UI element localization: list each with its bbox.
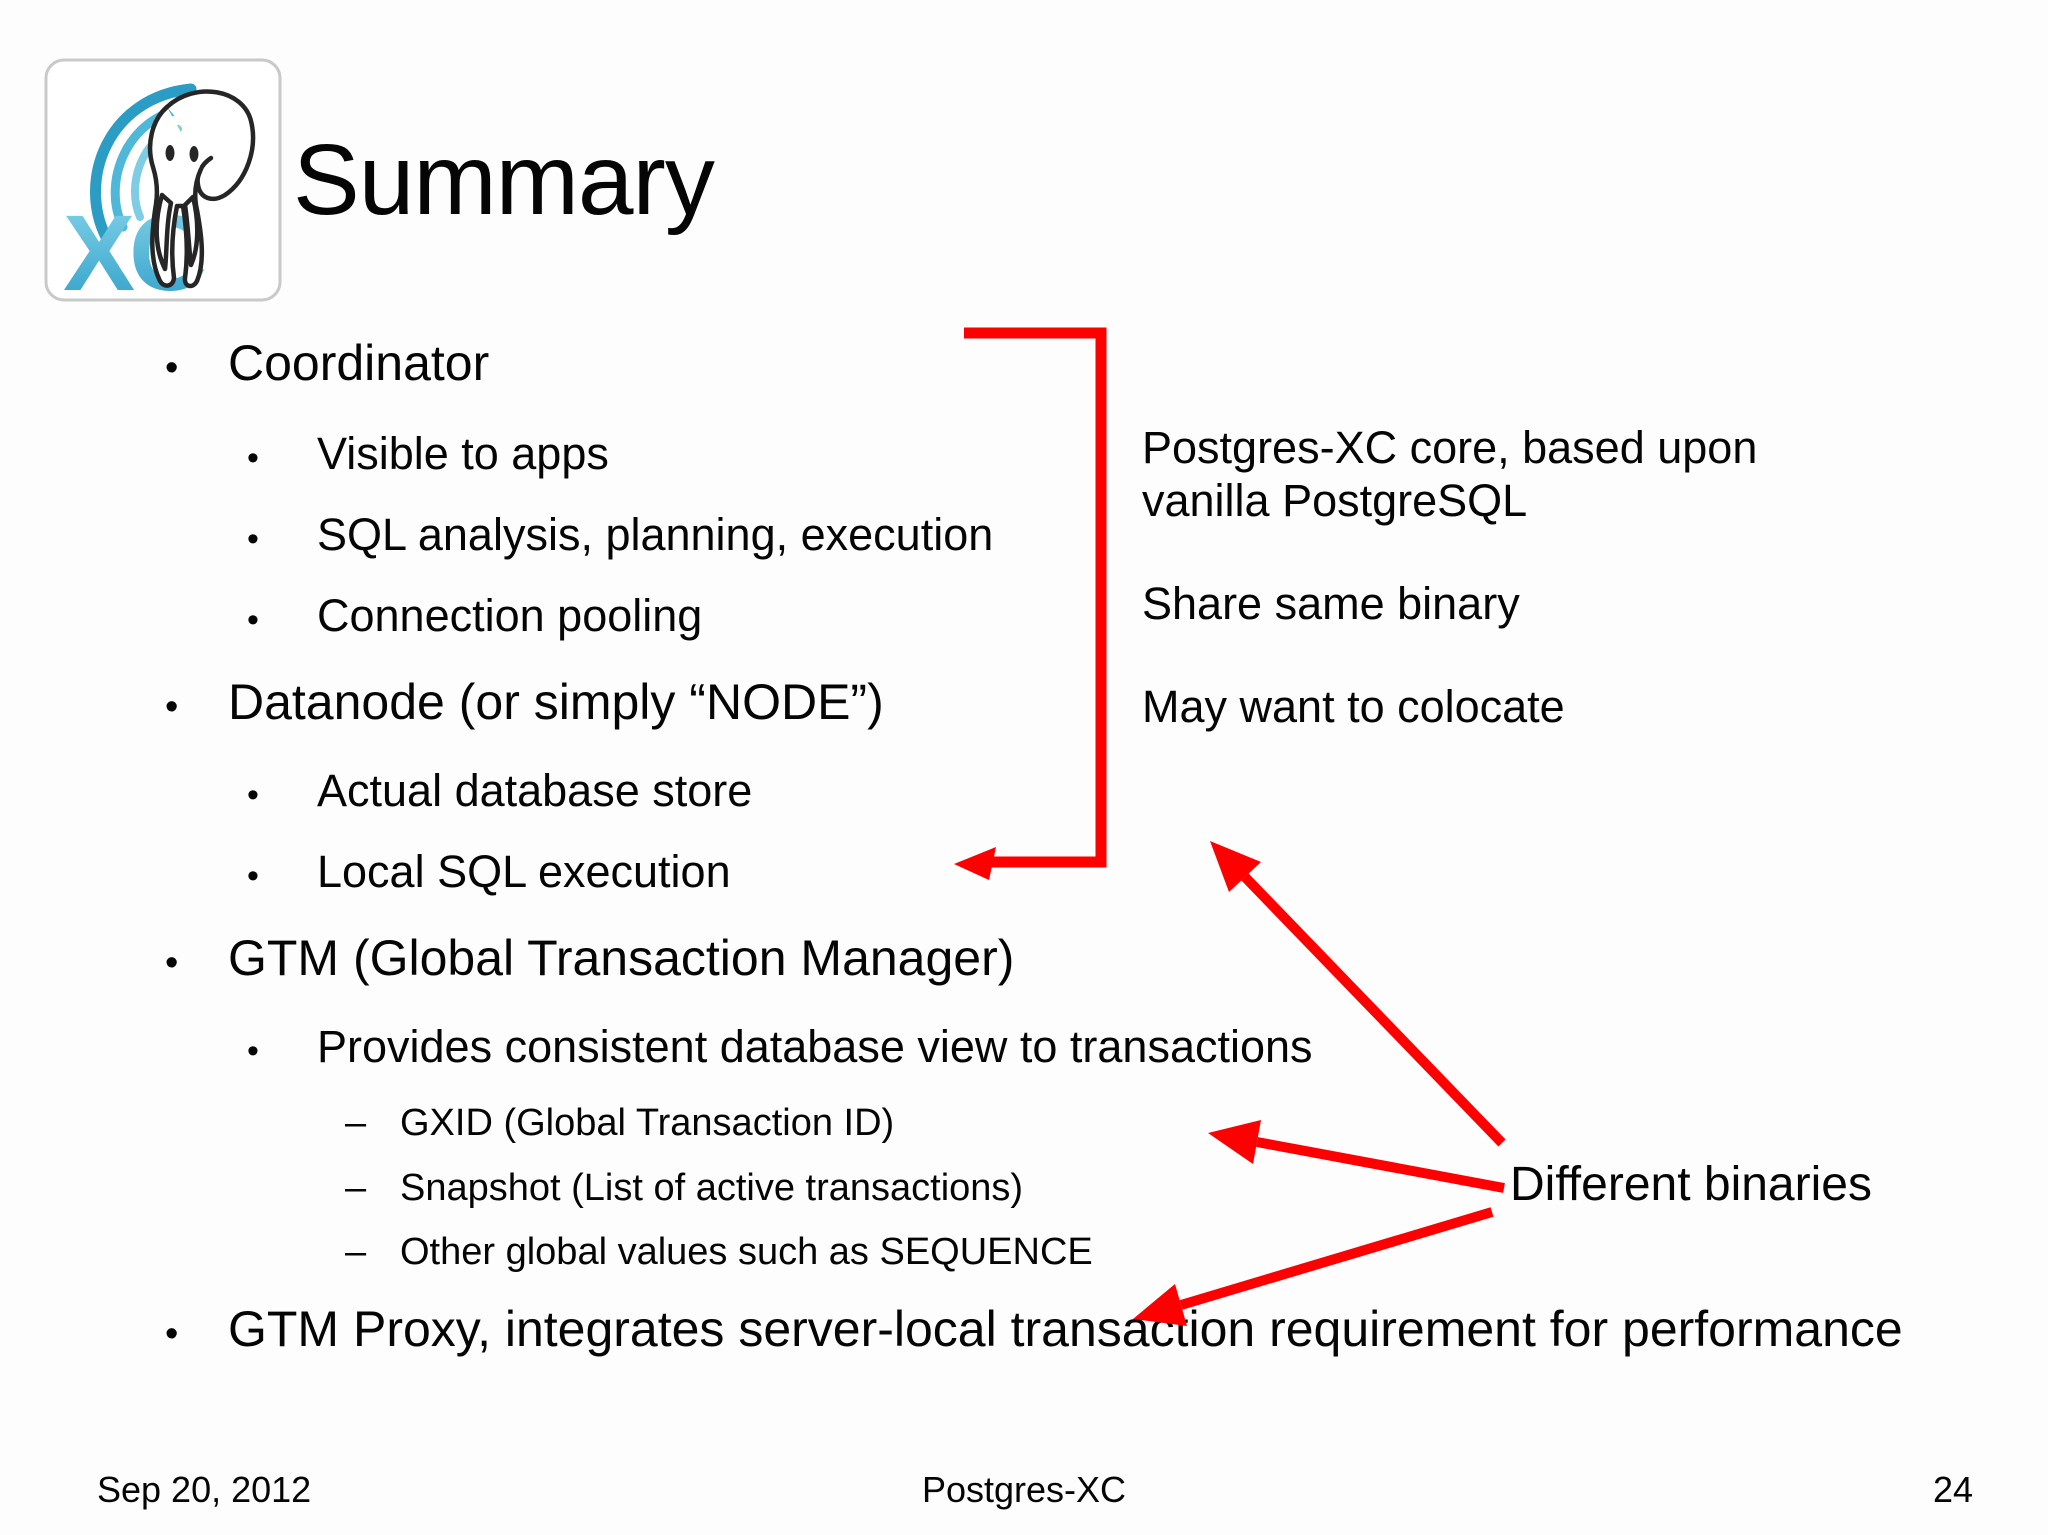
- side-note-line: Postgres-XC core, based upon: [1142, 422, 1758, 473]
- bullet-marker: •: [247, 776, 259, 814]
- list-item-text: Provides consistent database view to tra…: [317, 1021, 1313, 1072]
- list-item-text: GXID (Global Transaction ID): [400, 1102, 895, 1144]
- list-item-text: Visible to apps: [317, 428, 609, 479]
- list-item-text: Snapshot (List of active transactions): [400, 1167, 1024, 1209]
- list-item-text: GTM Proxy, integrates server-local trans…: [228, 1301, 1903, 1357]
- side-note: Share same binary: [1142, 577, 1520, 630]
- list-item: • Actual database store: [247, 764, 752, 818]
- arrow-to-bracket: [1241, 873, 1506, 1147]
- list-item-text: Other global values such as SEQUENCE: [400, 1231, 1093, 1273]
- list-item-text: Datanode (or simply “NODE”): [228, 674, 884, 730]
- side-note-line: May want to colocate: [1142, 681, 1565, 732]
- list-item-text: GTM (Global Transaction Manager): [228, 930, 1015, 986]
- footer-page-number: 24: [1932, 1469, 1973, 1510]
- side-note-line: Share same binary: [1142, 578, 1520, 629]
- footer-title: Postgres-XC: [921, 1469, 1127, 1510]
- dash-marker: –: [345, 1167, 367, 1209]
- bracket-annotation: [964, 327, 1107, 868]
- logo-swoosh-icon: [90, 83, 197, 243]
- bullet-marker: •: [247, 857, 259, 895]
- list-item-text: Local SQL execution: [317, 846, 731, 897]
- list-item: • Datanode (or simply “NODE”): [165, 672, 884, 732]
- bracket-arrowhead-icon: [954, 847, 996, 880]
- arrow-to-gtm-proxy: [1179, 1207, 1494, 1310]
- side-note-line: vanilla PostgreSQL: [1142, 475, 1528, 526]
- arrowhead-icon: [1210, 841, 1261, 892]
- list-item: • Provides consistent database view to t…: [247, 1020, 1313, 1074]
- bullet-marker: •: [247, 601, 259, 639]
- list-item: • Coordinator: [165, 333, 489, 393]
- bullet-marker: •: [247, 520, 259, 558]
- bullet-marker: •: [165, 942, 179, 984]
- side-note: May want to colocate: [1142, 680, 1565, 733]
- list-item: – Other global values such as SEQUENCE: [345, 1230, 1093, 1276]
- side-note: Postgres-XC core, based upon vanilla Pos…: [1142, 421, 1757, 527]
- arrowhead-icon: [1208, 1120, 1261, 1164]
- postgres-xc-logo: XC: [43, 57, 283, 313]
- bullet-marker: •: [165, 1313, 179, 1355]
- different-binaries-label: Different binaries: [1510, 1158, 1872, 1211]
- list-item: • Visible to apps: [247, 427, 609, 481]
- list-item: • Connection pooling: [247, 589, 702, 643]
- bullet-marker: •: [247, 1032, 259, 1070]
- list-item: • GTM (Global Transaction Manager): [165, 928, 1014, 988]
- list-item: • SQL analysis, planning, execution: [247, 508, 993, 562]
- list-item: • Local SQL execution: [247, 845, 731, 899]
- postgres-xc-logo-graphic: XC: [44, 58, 282, 313]
- list-item: – Snapshot (List of active transactions): [345, 1166, 1023, 1212]
- bullet-marker: •: [247, 439, 259, 477]
- list-item-text: SQL analysis, planning, execution: [317, 509, 994, 560]
- arrow-to-gtm: [1256, 1137, 1505, 1193]
- bullet-marker: •: [165, 347, 179, 389]
- dash-marker: –: [345, 1102, 367, 1144]
- slide-title: Summary: [293, 124, 715, 236]
- list-item: – GXID (Global Transaction ID): [345, 1101, 894, 1147]
- footer-date: Sep 20, 2012: [97, 1469, 312, 1510]
- dash-marker: –: [345, 1231, 367, 1273]
- list-item-text: Coordinator: [228, 335, 490, 391]
- list-item-text: Actual database store: [317, 765, 753, 816]
- elephant-icon: [147, 89, 256, 289]
- list-item: • GTM Proxy, integrates server-local tra…: [165, 1299, 1903, 1359]
- bullet-marker: •: [165, 686, 179, 728]
- list-item-text: Connection pooling: [317, 590, 703, 641]
